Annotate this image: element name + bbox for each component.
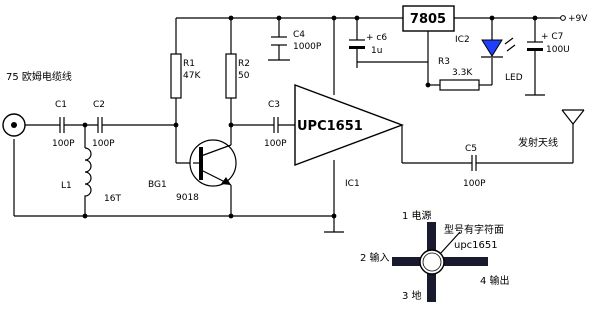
input-cable-label: 75 欧姆电缆线: [6, 70, 72, 83]
c7-label: + C7: [541, 32, 563, 42]
l1-label: L1: [61, 181, 72, 191]
antenna-icon: [561, 109, 585, 125]
c2-label: C2: [93, 100, 105, 110]
led-diode: [481, 37, 516, 58]
r2-label: R2: [238, 59, 250, 69]
led-label: LED: [505, 73, 523, 83]
upc1651-pinout: [392, 222, 488, 302]
ic2-label: IC2: [455, 35, 470, 45]
antenna-label: 发射天线: [518, 136, 558, 149]
ic1-label: IC1: [345, 179, 360, 189]
c1-label: C1: [55, 100, 67, 110]
wires: [13, 17, 574, 233]
resistor-r2: [225, 53, 237, 99]
r3-label: R3: [438, 57, 450, 67]
capacitor-c6: [349, 39, 365, 49]
junction-dots: [82, 15, 566, 219]
capacitor-c1: [59, 117, 65, 133]
capacitor-c5: [471, 155, 477, 171]
supply-label: +9V: [568, 14, 588, 24]
c6-value: 1u: [371, 46, 382, 56]
c3-value: 100P: [264, 139, 287, 149]
transistor-bg1: [189, 139, 237, 187]
r3-value: 3.3K: [452, 68, 473, 78]
pinout-part-label: upc1651: [454, 240, 498, 251]
regulator-label: 7805: [410, 12, 446, 27]
r2-value: 50: [238, 71, 250, 81]
c3-label: C3: [268, 100, 280, 110]
r1-label: R1: [183, 59, 195, 69]
pin4-label: 4 输出: [480, 274, 510, 287]
c7-value: 100U: [546, 45, 570, 55]
capacitor-c4: [271, 36, 287, 46]
pin1-label: 1 电源: [402, 209, 432, 222]
amplifier-upc1651: [294, 83, 404, 167]
resistor-r3: [439, 79, 480, 91]
c1-value: 100P: [52, 139, 75, 149]
c5-value: 100P: [463, 179, 486, 189]
c6-label: + c6: [366, 33, 387, 43]
pin3-label: 3 地: [402, 289, 422, 302]
capacitor-c3: [273, 117, 279, 133]
marking-note: 型号有字符面: [444, 223, 504, 236]
c5-label: C5: [465, 144, 477, 154]
l1-value: 16T: [104, 194, 121, 204]
coax-connector: [2, 113, 26, 137]
regulator-7805: [402, 5, 455, 32]
inductor-l1: [84, 147, 92, 198]
bg1-value: 9018: [176, 193, 199, 203]
c4-label: C4: [293, 30, 305, 40]
capacitor-c7: [527, 41, 543, 51]
amplifier-label: UPC1651: [297, 119, 363, 134]
capacitor-c2: [97, 117, 103, 133]
c4-value: 1000P: [293, 42, 322, 52]
resistor-r1: [170, 53, 182, 99]
pin2-label: 2 输入: [360, 251, 390, 264]
bg1-label: BG1: [148, 180, 167, 190]
c2-value: 100P: [92, 139, 115, 149]
r1-value: 47K: [183, 71, 201, 81]
